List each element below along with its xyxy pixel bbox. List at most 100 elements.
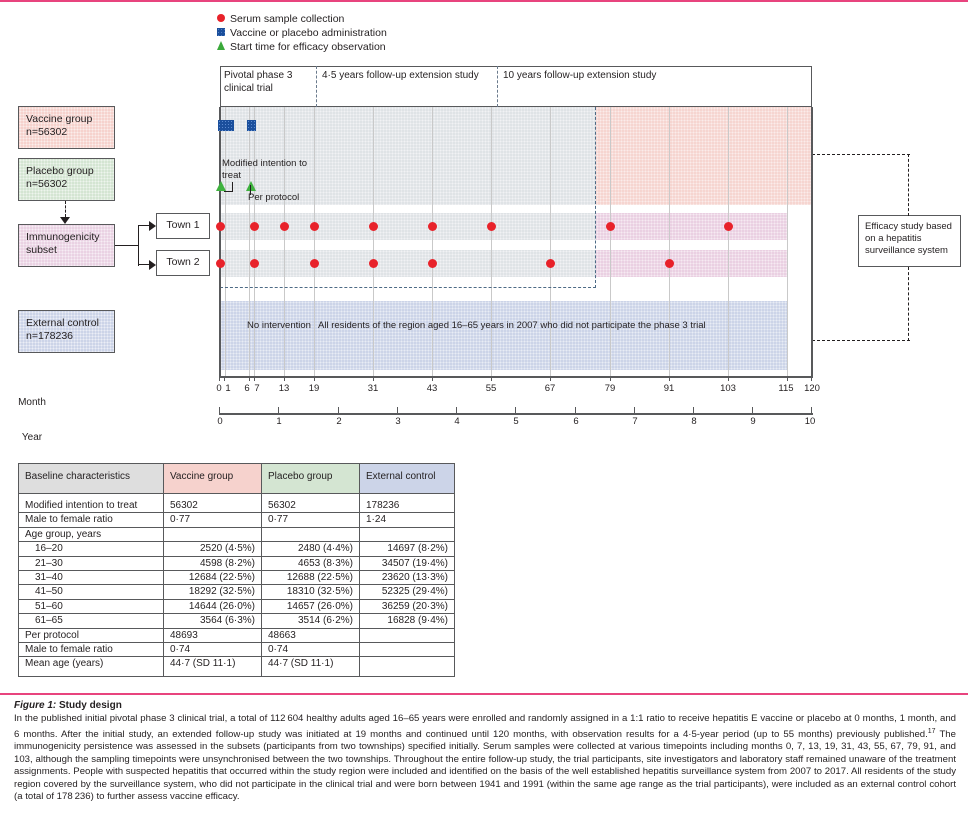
month-tick-31: 31 — [367, 383, 379, 394]
table-cell-placebo: 0·77 — [261, 512, 360, 528]
table-cell-external: 178236 — [359, 492, 455, 514]
band-town2-extension — [596, 250, 787, 277]
baseline-characteristics-table: Baseline characteristics Vaccine group P… — [18, 463, 455, 677]
table-cell-placebo: 0·74 — [261, 642, 360, 658]
legend-label-vaccine: Vaccine or placebo administration — [230, 27, 387, 39]
month-tick-7: 7 — [254, 383, 260, 394]
red-circle-icon — [214, 12, 227, 26]
immuno-line1: Immunogenicity — [26, 231, 100, 243]
table-cell-label: Modified intention to treat — [18, 492, 164, 514]
table-cell-vaccine — [163, 526, 262, 543]
year-tick-7: 7 — [632, 416, 638, 427]
table-cell-placebo: 14657 (26·0%) — [261, 598, 360, 615]
connector-efficacy-bottom — [812, 340, 910, 341]
flowbox-external-control: External control n=178236 — [18, 310, 115, 353]
connector-immuno-vertical — [138, 225, 140, 266]
caption-heading: Figure 1: Study design — [14, 700, 956, 712]
gridline-month-7 — [254, 107, 255, 376]
table-cell-external — [359, 526, 455, 543]
serum-dot-town1-m7 — [250, 222, 259, 231]
legend-label-efficacy: Start time for efficacy observation — [230, 41, 386, 53]
band-town2-trial — [220, 250, 596, 277]
year-tick-1: 1 — [276, 416, 282, 427]
month-tick-103: 103 — [720, 383, 736, 394]
phase-divider-1 — [316, 66, 317, 107]
phase-divider-2 — [497, 66, 498, 107]
year-tick-6: 6 — [573, 416, 579, 427]
band-town1-extension — [596, 213, 787, 240]
phase-label-45y: 4·5 years follow-up extension study — [322, 70, 479, 81]
month-tick-115: 115 — [778, 383, 794, 394]
immuno-line2: subset — [26, 244, 57, 256]
plot-axis-left — [219, 107, 221, 377]
serum-dot-town1-m43 — [428, 222, 437, 231]
table-cell-placebo: 48663 — [261, 627, 360, 644]
arrow-right-town1-icon — [149, 221, 156, 231]
table-cell-placebo: 56302 — [261, 492, 360, 514]
table-cell-external: 34507 (19·4%) — [359, 555, 455, 572]
year-axis-label: Year — [21, 432, 43, 443]
flowbox-placebo-group: Placebo group n=56302 — [18, 158, 115, 201]
leader-mitt-h — [224, 191, 233, 193]
month-tick-6: 6 — [244, 383, 250, 394]
table-cell-external — [359, 656, 455, 677]
table-cell-external: 52325 (29·4%) — [359, 584, 455, 600]
serum-dot-town2-m43 — [428, 259, 437, 268]
table-cell-vaccine: 56302 — [163, 492, 262, 514]
band-trial-main — [220, 107, 596, 205]
flowbox-town-1: Town 1 — [156, 213, 210, 239]
legend-item-vaccine: Vaccine or placebo administration — [214, 26, 387, 40]
table-cell-label: 31–40 — [18, 570, 164, 586]
flowbox-immunogenicity-subset: Immunogenicity subset — [18, 224, 115, 267]
leader-mitt-v — [232, 182, 234, 192]
table-cell-external: 16828 (9·4%) — [359, 613, 455, 629]
caption-body-part2: The immunogenicity persistence was asses… — [14, 729, 956, 803]
figure-caption: Figure 1: Study design In the published … — [14, 700, 956, 803]
table-cell-vaccine: 3564 (6·3%) — [163, 613, 262, 629]
year-tick-2: 2 — [336, 416, 342, 427]
flowbox-efficacy-study: Efficacy study based on a hepatitis surv… — [858, 215, 961, 267]
year-tick-10: 10 — [804, 416, 816, 427]
gridline-month-103 — [728, 107, 729, 376]
table-cell-label: 41–50 — [18, 584, 164, 600]
table-cell-external: 14697 (8·2%) — [359, 541, 455, 557]
flowbox-vaccine-group: Vaccine group n=56302 — [18, 106, 115, 149]
arrow-down-icon — [60, 217, 70, 224]
month-tick-67: 67 — [544, 383, 556, 394]
green-triangle-icon-mitt — [216, 181, 226, 191]
phase-label-10y: 10 years follow-up extension study — [503, 70, 657, 81]
table-cell-label: 61–65 — [18, 613, 164, 629]
table-header-vaccine: Vaccine group — [163, 463, 262, 494]
band-external-control — [220, 301, 787, 370]
label-no-intervention: No intervention — [247, 320, 311, 331]
table-cell-label: Mean age (years) — [18, 656, 164, 677]
month-tick-13: 13 — [278, 383, 290, 394]
legend-item-efficacy: Start time for efficacy observation — [214, 40, 387, 54]
month-axis-caption: Month — [0, 397, 968, 408]
gridline-month-43 — [432, 107, 433, 376]
month-tick-19: 19 — [308, 383, 320, 394]
external-n: n=178236 — [26, 330, 74, 342]
serum-dot-town2-m19 — [310, 259, 319, 268]
table-cell-vaccine: 14644 (26·0%) — [163, 598, 262, 615]
table-cell-vaccine: 2520 (4·5%) — [163, 541, 262, 557]
month-tick-43: 43 — [426, 383, 438, 394]
legend-label-serum: Serum sample collection — [230, 13, 345, 25]
blue-square-icon — [214, 26, 227, 40]
caption-figure-number: Figure 1: — [14, 700, 57, 711]
year-axis-caption: Year — [0, 432, 968, 443]
gridline-month-115 — [787, 107, 788, 376]
figure-panel: Serum sample collection Vaccine or place… — [0, 2, 968, 692]
month-tick-55: 55 — [485, 383, 497, 394]
green-triangle-icon — [214, 40, 227, 54]
vaccine-admin-marker-month-6 — [247, 120, 256, 131]
table-cell-label: Per protocol — [18, 627, 164, 644]
serum-dot-town2-m7 — [250, 259, 259, 268]
serum-dot-town1-m103 — [724, 222, 733, 231]
table-cell-placebo — [261, 526, 360, 543]
